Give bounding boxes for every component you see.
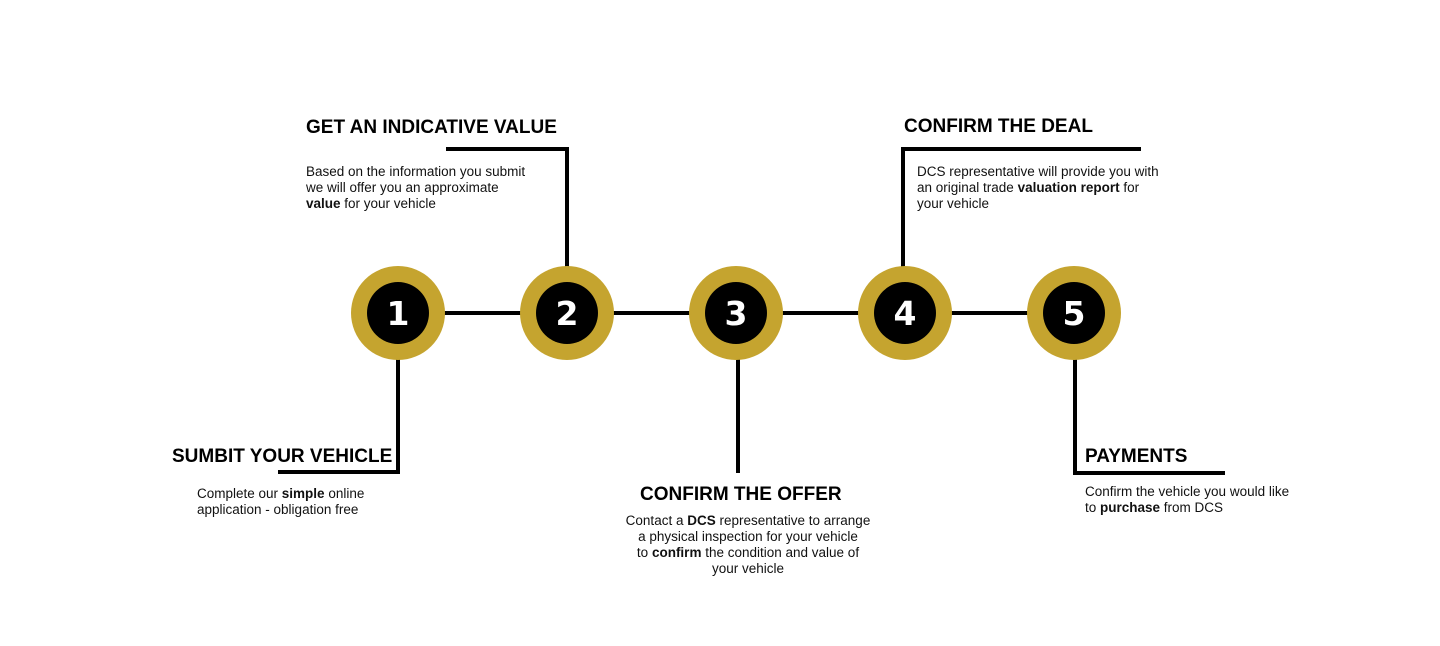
step-5-connector [1073,357,1077,475]
timeline-connector [444,311,522,315]
step-4-number: 4 [874,282,936,344]
emphasis-text: simple [281,486,325,501]
description-line: Contact a DCS representative to arrange [606,513,890,529]
description-text: Complete our [197,486,282,501]
description-text: from DCS [1160,500,1224,515]
timeline-connector [613,311,691,315]
step-1-title: SUMBIT YOUR VEHICLE [172,446,393,467]
emphasis-text: valuation report [1017,180,1120,195]
description-line: application - obligation free [197,502,364,518]
description-line: DCS representative will provide you with [917,164,1159,180]
description-line: an original trade valuation report for [917,180,1159,196]
emphasis-text: confirm [651,545,702,560]
description-line: we will offer you an approximate [306,180,525,196]
description-text: a physical inspection for your vehicle [638,529,858,544]
step-4-description: DCS representative will provide you with… [917,164,1159,212]
step-5-circle: 5 [1027,266,1121,360]
step-3-connector [736,357,740,473]
description-text: Based on the information you submit [306,164,526,179]
step-1-circle: 1 [351,266,445,360]
emphasis-text: value [306,196,341,211]
step-1-underline [278,470,400,474]
description-text: online [324,486,365,501]
emphasis-text: DCS [687,513,716,528]
step-4-connector [901,147,905,267]
emphasis-text: purchase [1100,500,1161,515]
description-line: Based on the information you submit [306,164,525,180]
step-2-number: 2 [536,282,598,344]
timeline-connector [951,311,1029,315]
step-3-circle: 3 [689,266,783,360]
description-line: to confirm the condition and value of [606,545,890,561]
description-text: an original trade [917,180,1018,195]
description-line: your vehicle [606,561,890,577]
step-2-overline [446,147,569,151]
description-line: a physical inspection for your vehicle [606,529,890,545]
description-text: application - obligation free [197,502,359,517]
description-text: to [636,545,652,560]
description-text: for your vehicle [340,196,436,211]
step-2-connector [565,147,569,267]
step-2-title: GET AN INDICATIVE VALUE [306,117,557,138]
step-5-underline [1073,471,1225,475]
description-text: representative to arrange [715,513,871,528]
description-text: we will offer you an approximate [306,180,499,195]
description-text: Confirm the vehicle you would like [1085,484,1290,499]
description-text: your vehicle [711,561,785,576]
description-line: to purchase from DCS [1085,500,1289,516]
step-1-number: 1 [367,282,429,344]
step-3-title: CONFIRM THE OFFER [640,484,842,505]
step-5-number: 5 [1043,282,1105,344]
description-text: Contact a [625,513,688,528]
description-text: for [1119,180,1140,195]
description-line: Confirm the vehicle you would like [1085,484,1289,500]
step-5-title: PAYMENTS [1085,446,1188,467]
step-3-number: 3 [705,282,767,344]
description-line: Complete our simple online [197,486,364,502]
description-text: your vehicle [917,196,990,211]
description-text: the condition and value of [701,545,860,560]
step-4-title: CONFIRM THE DEAL [904,116,1093,137]
step-4-overline [901,147,1141,151]
description-text: to [1085,500,1101,515]
timeline-connector [782,311,860,315]
description-line: value for your vehicle [306,196,525,212]
step-4-circle: 4 [858,266,952,360]
step-2-circle: 2 [520,266,614,360]
description-text: DCS representative will provide you with [917,164,1159,179]
description-line: your vehicle [917,196,1159,212]
step-1-connector [396,357,400,473]
